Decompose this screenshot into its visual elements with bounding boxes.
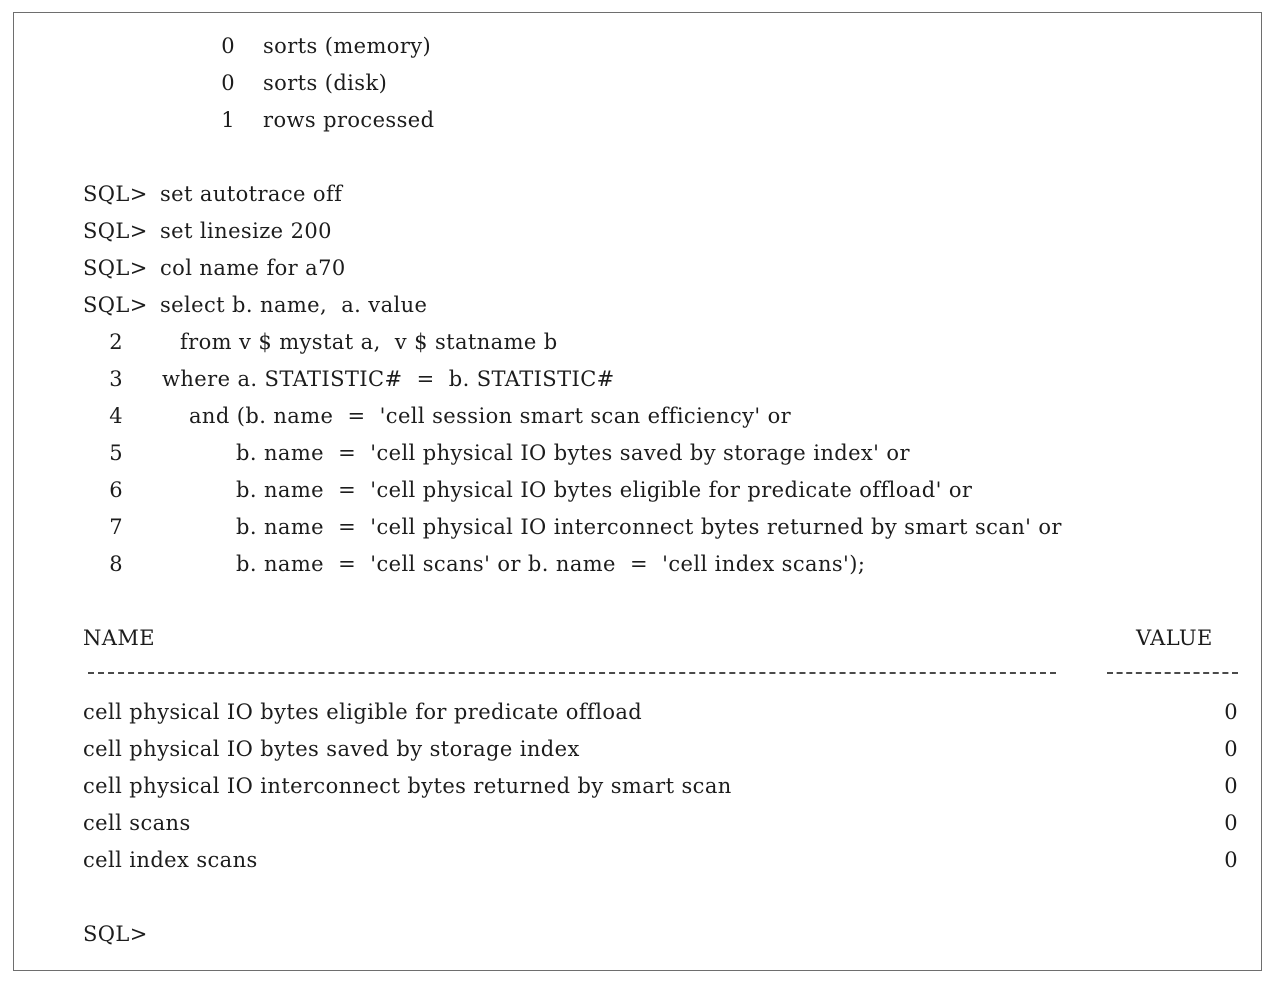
- sql-prompt-final[interactable]: SQL>: [83, 922, 148, 946]
- result-row-value: 0: [1224, 737, 1238, 761]
- sql-continuation: b. name = 'cell scans' or b. name = 'cel…: [236, 552, 866, 576]
- sql-command: select b. name, a. value: [160, 293, 428, 317]
- result-row-value: 0: [1224, 848, 1238, 872]
- result-row-name: cell physical IO bytes eligible for pred…: [83, 700, 643, 724]
- sql-prompt: SQL>: [83, 256, 148, 280]
- stat-count: 1: [221, 108, 235, 132]
- result-row-name: cell physical IO bytes saved by storage …: [83, 737, 580, 761]
- result-row-value: 0: [1224, 700, 1238, 724]
- line-number: 6: [109, 478, 123, 502]
- sql-continuation: b. name = 'cell physical IO interconnect…: [236, 515, 1062, 539]
- header-separator-value: [1107, 672, 1238, 674]
- result-row-name: cell scans: [83, 811, 191, 835]
- sql-continuation: from v $ mystat a, v $ statname b: [180, 330, 558, 354]
- stat-label: sorts (memory): [263, 34, 432, 58]
- header-separator-name: [88, 672, 1056, 674]
- column-header-value: VALUE: [1136, 626, 1213, 650]
- result-row-value: 0: [1224, 774, 1238, 798]
- sql-prompt: SQL>: [83, 293, 148, 317]
- sql-prompt: SQL>: [83, 219, 148, 243]
- line-number: 7: [109, 515, 123, 539]
- result-row-name: cell physical IO interconnect bytes retu…: [83, 774, 732, 798]
- sql-continuation: b. name = 'cell physical IO bytes saved …: [236, 441, 910, 465]
- sql-continuation: and (b. name = 'cell session smart scan …: [189, 404, 792, 428]
- line-number: 3: [109, 367, 123, 391]
- stat-count: 0: [221, 71, 235, 95]
- stat-label: sorts (disk): [263, 71, 388, 95]
- stat-label: rows processed: [263, 108, 435, 132]
- sql-continuation: where a. STATISTIC# = b. STATISTIC#: [162, 367, 615, 391]
- result-row-value: 0: [1224, 811, 1238, 835]
- column-header-name: NAME: [83, 626, 155, 650]
- sql-command: col name for a70: [160, 256, 346, 280]
- sql-command: set linesize 200: [160, 219, 332, 243]
- sql-prompt: SQL>: [83, 182, 148, 206]
- line-number: 4: [109, 404, 123, 428]
- sql-command: set autotrace off: [160, 182, 343, 206]
- line-number: 2: [109, 330, 123, 354]
- sql-continuation: b. name = 'cell physical IO bytes eligib…: [236, 478, 973, 502]
- line-number: 8: [109, 552, 123, 576]
- line-number: 5: [109, 441, 123, 465]
- terminal-frame: [13, 12, 1262, 971]
- stat-count: 0: [221, 34, 235, 58]
- result-row-name: cell index scans: [83, 848, 258, 872]
